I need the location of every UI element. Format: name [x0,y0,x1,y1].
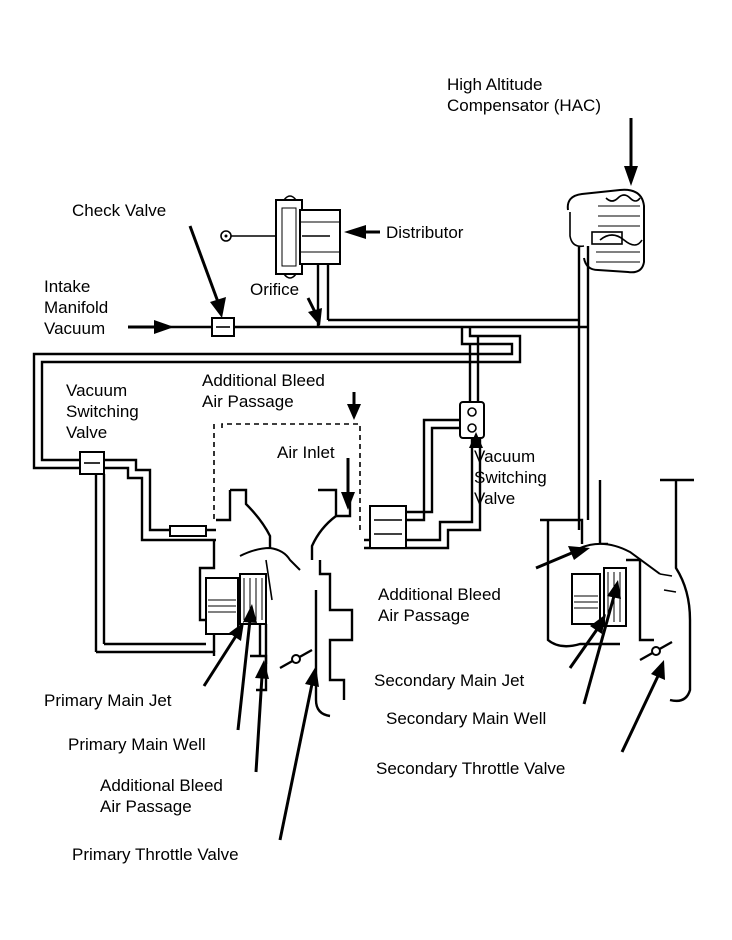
label-primary-main-jet: Primary Main Jet [44,691,172,710]
label-intake-manifold-vacuum: Intake Manifold Vacuum [44,276,108,339]
label-distributor: Distributor [386,223,464,242]
hac-drawing [566,188,645,320]
label-hac-line1: High Altitude [447,75,543,94]
label-secondary-throttle-valve: Secondary Throttle Valve [376,759,566,778]
label-vsv-right-line1: Vacuum [474,447,536,466]
primary-carburetor [198,423,361,718]
label-intake-line1: Intake [44,277,91,296]
label-intake-line3: Vacuum [44,319,106,338]
distributor-drawing [220,195,341,282]
leader-arrows [128,118,665,841]
label-bleed-right-line1: Additional Bleed [378,585,501,604]
label-secondary-main-jet: Secondary Main Jet [374,671,525,690]
label-vsv-right-line3: Valve [474,489,516,508]
label-bleed-bottom: Additional Bleed Air Passage [100,775,223,817]
label-bleed-top: Additional Bleed Air Passage [202,370,325,412]
label-primary-main-well: Primary Main Well [68,735,206,754]
label-vsv-right-line2: Switching [474,468,547,487]
label-vsv-left-line2: Switching [66,402,139,421]
label-bleed-right: Additional Bleed Air Passage [378,584,501,626]
label-vsv-left-line3: Valve [66,423,108,442]
label-bleed-bottom-line1: Additional Bleed [100,776,223,795]
label-check-valve: Check Valve [72,201,167,220]
label-bleed-top-line2: Air Passage [202,392,294,411]
vsv-left-drawing [79,451,216,656]
label-orifice: Orifice [250,280,300,299]
label-vsv-left-line1: Vacuum [66,381,128,400]
label-bleed-right-line2: Air Passage [378,606,470,625]
label-hac: High Altitude Compensator (HAC) [447,74,601,116]
secondary-carburetor [540,478,694,703]
label-bleed-bottom-line2: Air Passage [100,797,192,816]
label-bleed-top-line1: Additional Bleed [202,371,325,390]
label-hac-line2: Compensator (HAC) [447,96,601,115]
label-vsv-left: Vacuum Switching Valve [66,380,139,443]
label-air-inlet: Air Inlet [277,443,335,462]
label-secondary-main-well: Secondary Main Well [386,709,547,728]
label-intake-line2: Manifold [44,298,109,317]
label-primary-throttle-valve: Primary Throttle Valve [72,845,239,864]
label-vsv-right: Vacuum Switching Valve [474,446,547,509]
vsv-right-drawing [364,401,485,550]
